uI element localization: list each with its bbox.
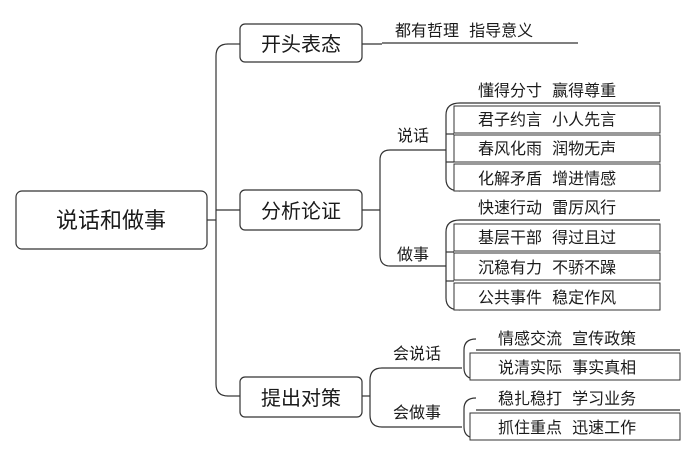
branch-node-analysis[interactable]: 分析论证 [239, 189, 363, 231]
svg-text:春风化雨 润物无声: 春风化雨 润物无声 [478, 139, 616, 158]
branch-node-strategy[interactable]: 提出对策 [239, 376, 363, 418]
leaf-can-do-2[interactable]: 抓住重点 迅速工作 [469, 412, 681, 441]
svg-text:情感交流 宣传政策: 情感交流 宣传政策 [498, 329, 636, 348]
svg-text:说清实际 事实真相: 说清实际 事实真相 [498, 358, 636, 377]
svg-text:公共事件 稳定作风: 公共事件 稳定作风 [478, 288, 616, 307]
leaf-can-speak-2[interactable]: 说清实际 事实真相 [469, 352, 681, 381]
branch-label-strategy: 提出对策 [261, 386, 341, 410]
leaf-can-do-1[interactable]: 稳扎稳打 学习业务 [476, 389, 680, 411]
group-label-speak[interactable]: 说话 [397, 126, 429, 145]
svg-text:沉稳有力 不骄不躁: 沉稳有力 不骄不躁 [478, 258, 616, 277]
leaf-do-3[interactable]: 沉稳有力 不骄不躁 [453, 252, 661, 281]
connectors [207, 42, 578, 439]
leaf-speak-1[interactable]: 懂得分寸 赢得尊重 [460, 81, 660, 104]
svg-text:快速行动 雷厉风行: 快速行动 雷厉风行 [478, 198, 616, 217]
leaf-speak-4[interactable]: 化解矛盾 增进情感 [453, 163, 661, 192]
leaf-do-2[interactable]: 基层干部 得过且过 [453, 223, 661, 252]
branch-label-opening: 开头表态 [261, 32, 341, 56]
bracket-do [445, 219, 461, 311]
svg-text:君子约言 小人先言: 君子约言 小人先言 [478, 110, 616, 129]
connector-strategy-spine [369, 367, 462, 428]
leaf-do-1[interactable]: 快速行动 雷厉风行 [460, 198, 660, 221]
root-node[interactable]: 说话和做事 [15, 190, 208, 250]
svg-text:化解矛盾 增进情感: 化解矛盾 增进情感 [478, 169, 616, 188]
group-label-can-speak[interactable]: 会说话 [393, 344, 441, 363]
connector-root-spine [215, 43, 229, 397]
svg-text:抓住重点 迅速工作: 抓住重点 迅速工作 [498, 418, 636, 437]
branch-node-opening[interactable]: 开头表态 [239, 23, 363, 63]
group-label-can-do[interactable]: 会做事 [393, 403, 441, 422]
svg-text:基层干部 得过且过: 基层干部 得过且过 [478, 228, 616, 247]
leaf-speak-3[interactable]: 春风化雨 润物无声 [453, 134, 661, 163]
root-label: 说话和做事 [56, 209, 166, 234]
group-label-do[interactable]: 做事 [397, 245, 429, 264]
bracket-speak [445, 102, 461, 192]
leaf-do-4[interactable]: 公共事件 稳定作风 [453, 282, 661, 311]
leaf-opening-1[interactable]: 都有哲理 指导意义 [395, 21, 533, 40]
leaf-speak-2[interactable]: 君子约言 小人先言 [453, 105, 661, 134]
svg-text:懂得分寸 赢得尊重: 懂得分寸 赢得尊重 [478, 81, 616, 100]
leaf-can-speak-1[interactable]: 情感交流 宣传政策 [476, 329, 680, 351]
connector-analysis-spine [379, 149, 446, 267]
svg-text:稳扎稳打 学习业务: 稳扎稳打 学习业务 [498, 389, 636, 408]
branch-label-analysis: 分析论证 [261, 199, 341, 223]
